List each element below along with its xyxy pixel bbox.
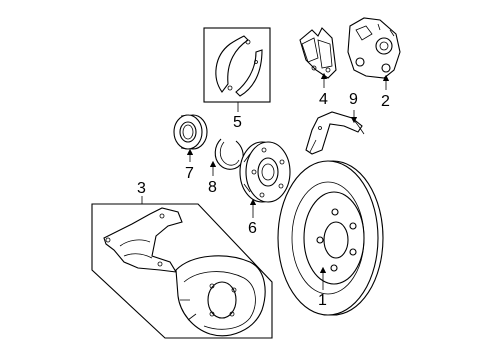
callout-4: 4 xyxy=(319,91,328,108)
brake-rotor-part xyxy=(277,160,384,316)
callout-8: 8 xyxy=(208,179,217,196)
sensor-bracket-part xyxy=(305,111,365,155)
callout-5: 5 xyxy=(233,114,242,131)
callout-1: 1 xyxy=(318,292,327,309)
callout-3: 3 xyxy=(137,180,146,197)
callout-leaders xyxy=(141,72,390,290)
callout-7: 7 xyxy=(185,165,194,182)
callout-6: 6 xyxy=(248,220,257,237)
callout-2: 2 xyxy=(381,93,390,110)
brake-pads-part xyxy=(299,27,337,79)
brake-shoes-part xyxy=(203,27,271,103)
hub-part xyxy=(239,141,291,203)
shield-assembly-part xyxy=(91,203,273,339)
callout-9: 9 xyxy=(349,91,358,108)
caliper-part xyxy=(347,17,401,79)
bearing-part xyxy=(173,114,208,150)
snap-ring-part xyxy=(214,138,244,170)
